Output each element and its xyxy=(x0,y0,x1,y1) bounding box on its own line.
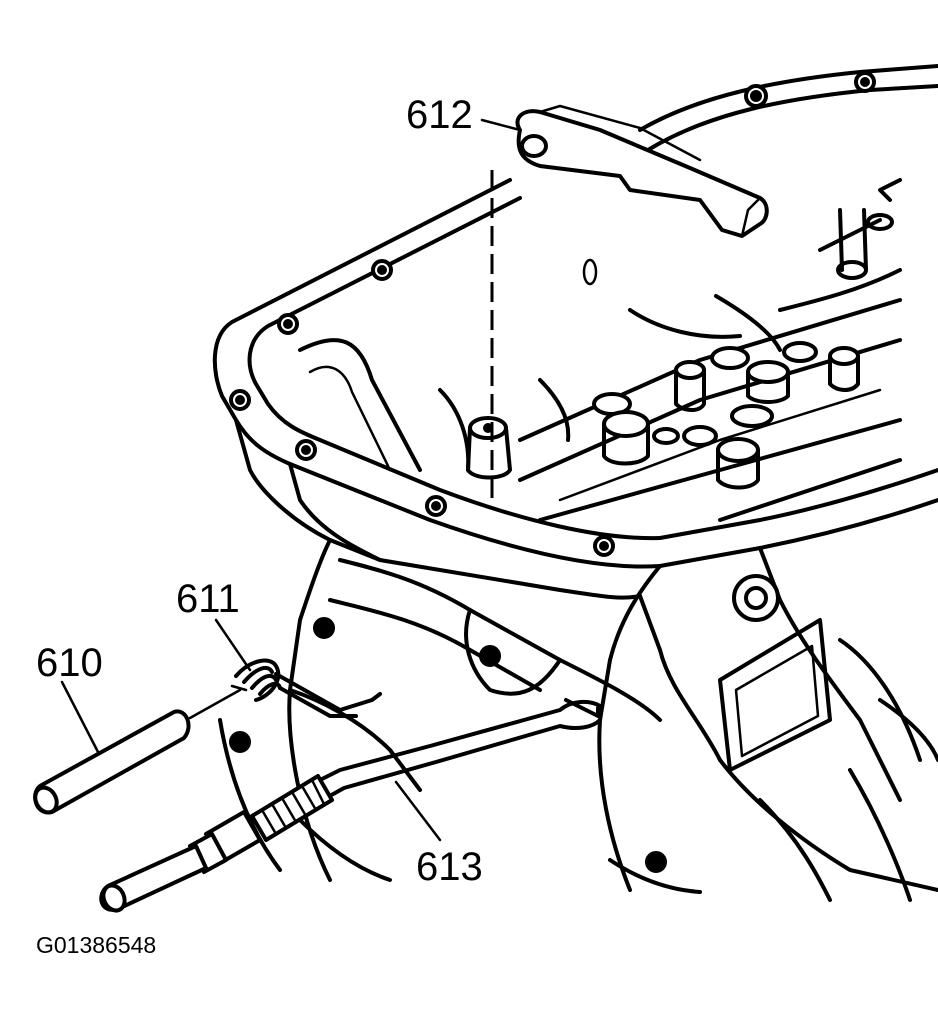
callout-611: 611 xyxy=(176,577,240,621)
part-610-pin xyxy=(33,688,242,815)
part-611-spring xyxy=(230,658,382,718)
part-612-bracket xyxy=(515,104,769,238)
bolt-holes xyxy=(229,71,876,873)
valve-body xyxy=(438,178,902,522)
callout-613: 613 xyxy=(416,845,483,889)
figure-id: G01386548 xyxy=(36,932,156,958)
marker-o xyxy=(582,258,598,286)
callout-610: 610 xyxy=(36,641,103,685)
leader-lines xyxy=(60,118,522,842)
callout-612: 612 xyxy=(406,93,473,137)
part-613-tool xyxy=(99,698,602,913)
